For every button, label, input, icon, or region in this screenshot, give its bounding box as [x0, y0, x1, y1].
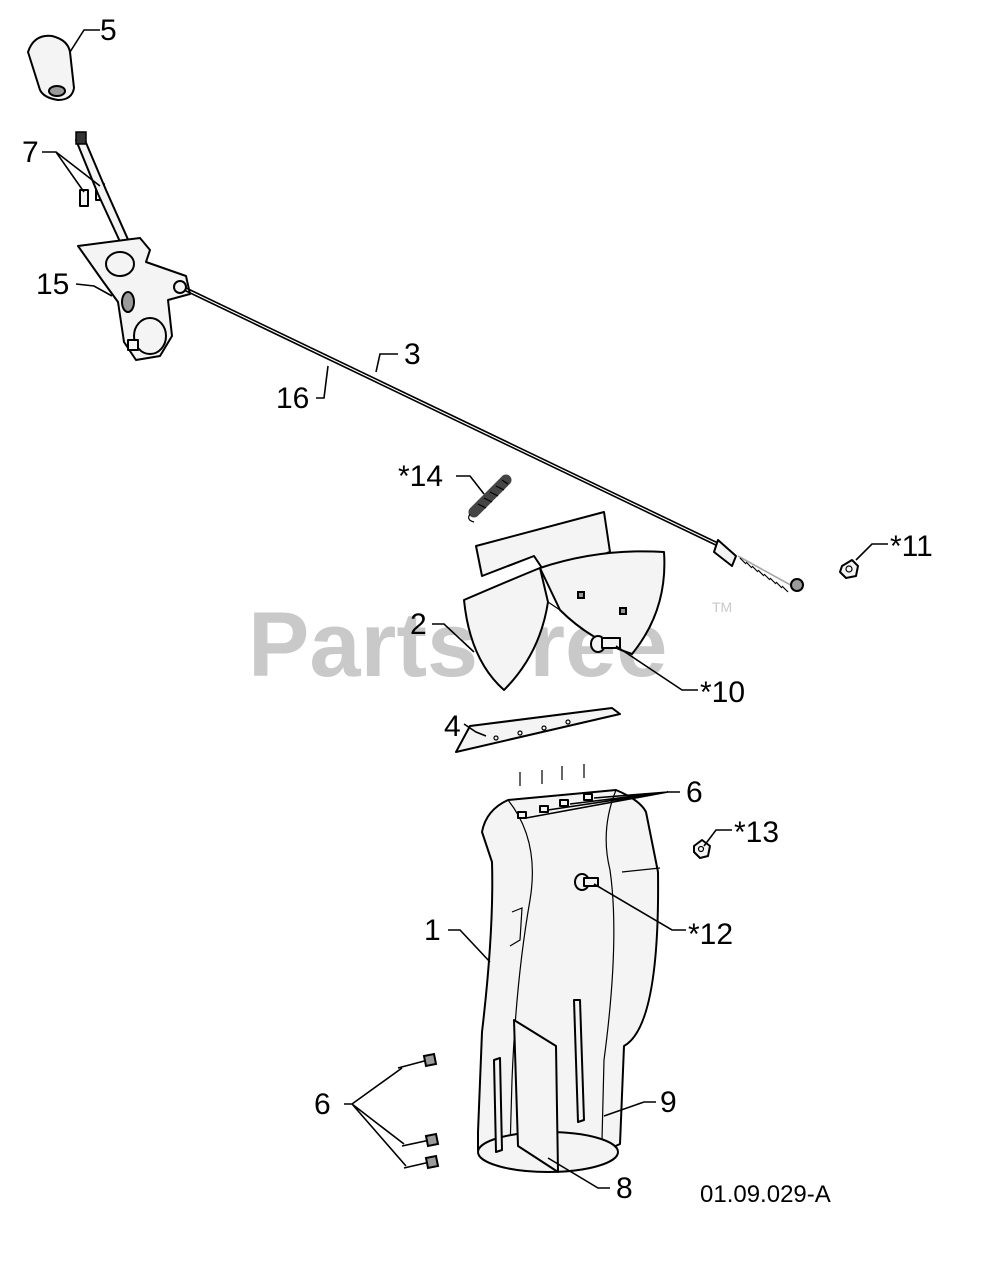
part-13-nut[interactable] [693, 839, 711, 859]
callout-16: 16 [276, 382, 309, 415]
part-3-cable[interactable] [173, 280, 723, 549]
callout-11: *11 [890, 530, 933, 563]
callout-2: 2 [410, 608, 427, 641]
callout-labels: 5 7 15 3 16 *14 *11 2 *10 4 6 *13 *12 1 … [22, 14, 933, 1205]
callout-6-top: 6 [686, 776, 703, 809]
part-15-lever-bracket[interactable] [77, 237, 191, 361]
callout-9: 9 [660, 1086, 677, 1119]
callout-12: *12 [688, 918, 733, 951]
part-4-plate[interactable] [455, 707, 621, 753]
document-id: 01.09.029-A [700, 1181, 831, 1208]
callout-3: 3 [404, 338, 421, 371]
callout-13: *13 [734, 816, 779, 849]
callout-1: 1 [424, 914, 441, 947]
part-11-nut[interactable] [839, 559, 859, 579]
part-10-pin[interactable] [590, 635, 621, 653]
part-6-rivets[interactable] [397, 1052, 440, 1170]
part-5-knob[interactable] [27, 34, 75, 101]
part-12-pin[interactable] [574, 873, 599, 891]
watermark-trademark: TM [712, 599, 732, 615]
part-1-chute[interactable] [477, 789, 661, 1173]
part-2-deflector[interactable] [463, 511, 666, 691]
leader-lines [42, 29, 888, 1189]
callout-15: 15 [36, 268, 69, 301]
callout-7: 7 [22, 136, 39, 169]
callout-14: *14 [398, 460, 443, 493]
callout-4: 4 [444, 710, 461, 743]
callout-6-bottom: 6 [314, 1088, 331, 1121]
part-14-spring[interactable] [468, 474, 512, 523]
cable-spring-end[interactable] [713, 539, 804, 593]
callout-8: 8 [616, 1172, 633, 1205]
part-6-top-bolts[interactable] [517, 764, 593, 819]
callout-10: *10 [700, 676, 745, 709]
callout-5: 5 [100, 14, 117, 47]
